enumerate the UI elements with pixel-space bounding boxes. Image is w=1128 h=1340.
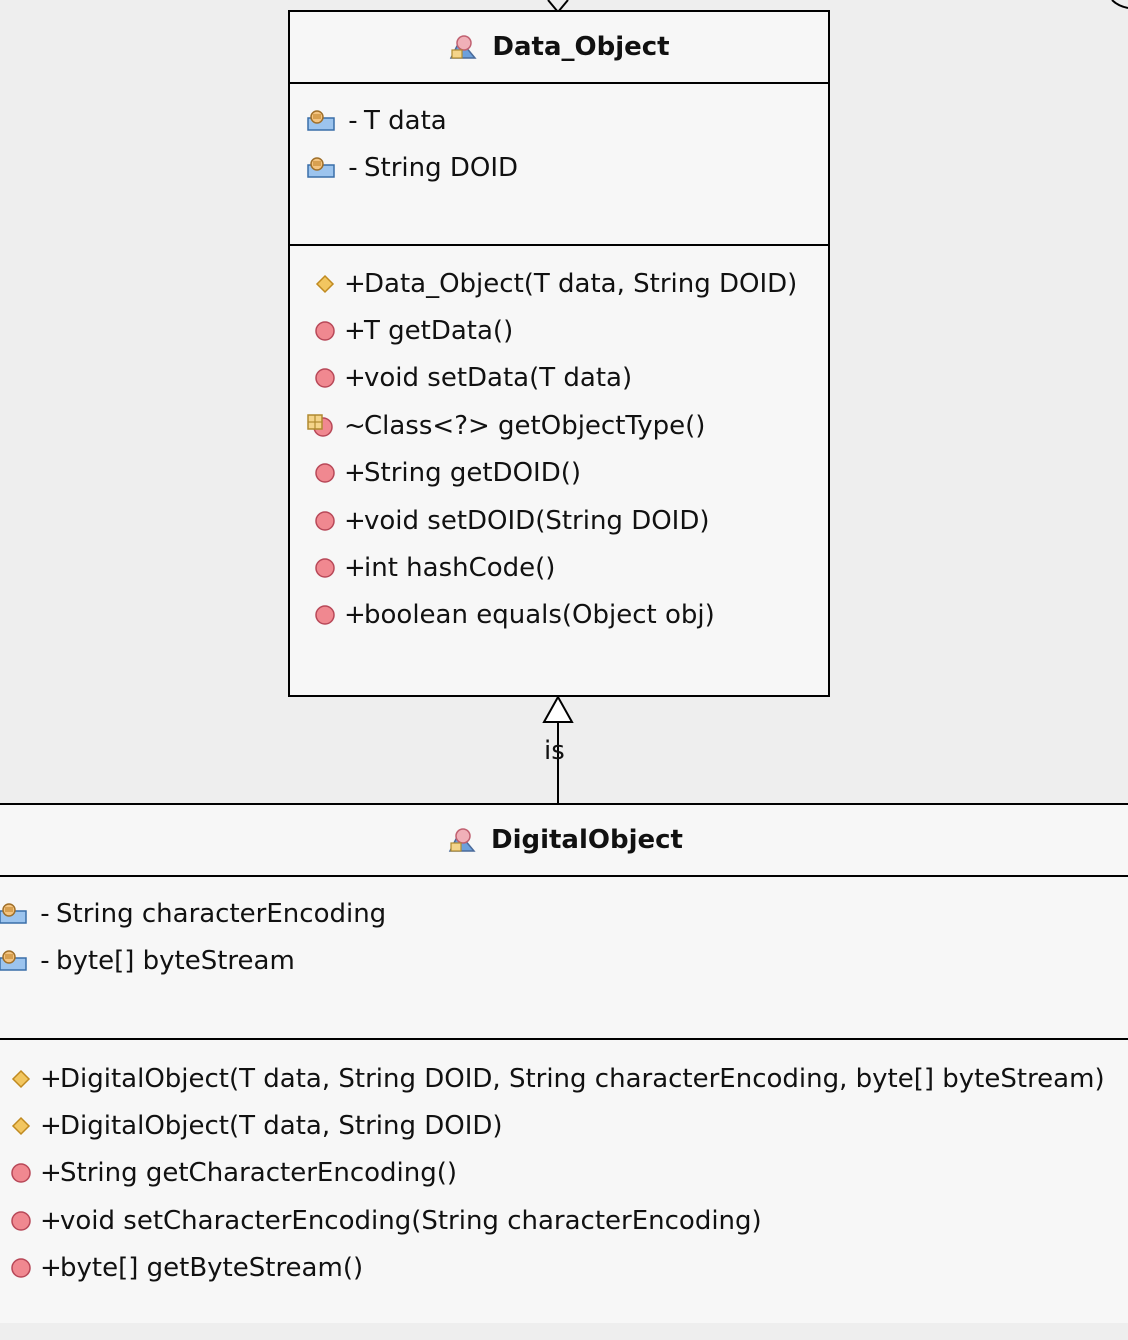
methods-section: + Data_Object(T data, String DOID) + T g… [290, 246, 828, 695]
field-icon [0, 948, 28, 974]
method-text: Class<?> getObjectType() [364, 411, 706, 441]
visibility-marker: + [344, 600, 366, 630]
method-icon [314, 510, 336, 532]
field-icon [306, 155, 336, 181]
visibility-marker: + [40, 1158, 62, 1188]
method-row[interactable]: + void setData(T data) [314, 363, 632, 393]
method-text: byte[] getByteStream() [60, 1253, 364, 1283]
field-row[interactable]: - String DOID [306, 153, 518, 183]
method-icon [314, 462, 336, 484]
field-row[interactable]: - String characterEncoding [0, 899, 386, 929]
visibility-marker: + [40, 1064, 62, 1094]
visibility-marker: ~ [344, 411, 366, 441]
method-text: boolean equals(Object obj) [364, 600, 715, 630]
fields-section: - String characterEncoding - byte[] byte… [0, 875, 1128, 1040]
field-text: T data [364, 106, 447, 136]
method-icon [314, 320, 336, 342]
method-text: DigitalObject(T data, String DOID, Strin… [60, 1064, 1105, 1094]
method-row[interactable]: + byte[] getByteStream() [10, 1253, 363, 1283]
class-title-digital-object: DigitalObject [0, 805, 1128, 877]
class-name: DigitalObject [490, 825, 683, 855]
method-text: DigitalObject(T data, String DOID) [60, 1111, 503, 1141]
method-row[interactable]: + String getDOID() [314, 458, 581, 488]
visibility-marker: + [344, 316, 366, 346]
field-text: String characterEncoding [56, 899, 387, 929]
method-icon [10, 1162, 32, 1184]
generalization-arrowhead [542, 694, 574, 723]
method-row[interactable]: + DigitalObject(T data, String DOID, Str… [10, 1064, 1105, 1094]
method-row[interactable]: + Data_Object(T data, String DOID) [314, 269, 797, 299]
constructor-icon [314, 273, 336, 295]
visibility-marker: + [40, 1206, 62, 1236]
visibility-marker: + [344, 269, 366, 299]
constructor-icon [10, 1115, 32, 1137]
method-icon [10, 1210, 32, 1232]
method-row[interactable]: + DigitalObject(T data, String DOID) [10, 1111, 503, 1141]
class-title-data-object: Data_Object [290, 12, 828, 84]
visibility-marker: - [348, 153, 358, 183]
field-text: byte[] byteStream [56, 946, 295, 976]
class-box-digital-object[interactable]: DigitalObject - String characterEncoding [0, 803, 1128, 1323]
method-text: T getData() [364, 316, 514, 346]
visibility-marker: + [40, 1111, 62, 1141]
method-row[interactable]: + String getCharacterEncoding() [10, 1158, 457, 1188]
method-row[interactable]: + T getData() [314, 316, 513, 346]
visibility-marker: - [40, 946, 50, 976]
method-text: void setDOID(String DOID) [364, 506, 710, 536]
package-method-icon [306, 413, 336, 439]
method-row[interactable]: + void setDOID(String DOID) [314, 506, 710, 536]
visibility-marker: + [344, 553, 366, 583]
method-icon [314, 604, 336, 626]
offscreen-edge-fragment [1111, 0, 1128, 9]
method-row[interactable]: ~ Class<?> getObjectType() [306, 411, 705, 441]
methods-section: + DigitalObject(T data, String DOID, Str… [0, 1040, 1128, 1340]
method-row[interactable]: + void setCharacterEncoding(String chara… [10, 1206, 762, 1236]
visibility-marker: + [40, 1253, 62, 1283]
class-icon [447, 827, 477, 853]
method-icon [314, 367, 336, 389]
visibility-marker: - [40, 899, 50, 929]
method-icon [314, 557, 336, 579]
method-row[interactable]: + boolean equals(Object obj) [314, 600, 715, 630]
field-text: String DOID [364, 153, 519, 183]
method-text: int hashCode() [364, 553, 556, 583]
method-text: String getDOID() [364, 458, 582, 488]
field-row[interactable]: - byte[] byteStream [0, 946, 295, 976]
method-row[interactable]: + int hashCode() [314, 553, 555, 583]
method-text: Data_Object(T data, String DOID) [364, 269, 798, 299]
field-icon [0, 901, 28, 927]
visibility-marker: - [348, 106, 358, 136]
relation-label: is [544, 736, 565, 766]
method-text: String getCharacterEncoding() [60, 1158, 458, 1188]
method-icon [10, 1257, 32, 1279]
method-text: void setCharacterEncoding(String charact… [60, 1206, 762, 1236]
field-row[interactable]: - T data [306, 106, 447, 136]
method-text: void setData(T data) [364, 363, 633, 393]
class-icon [448, 34, 478, 60]
field-icon [306, 108, 336, 134]
fields-section: - T data - String DOID [290, 82, 828, 246]
class-name: Data_Object [492, 32, 670, 62]
visibility-marker: + [344, 363, 366, 393]
constructor-icon [10, 1068, 32, 1090]
class-box-data-object[interactable]: Data_Object - T data - S [288, 10, 830, 697]
visibility-marker: + [344, 506, 366, 536]
visibility-marker: + [344, 458, 366, 488]
